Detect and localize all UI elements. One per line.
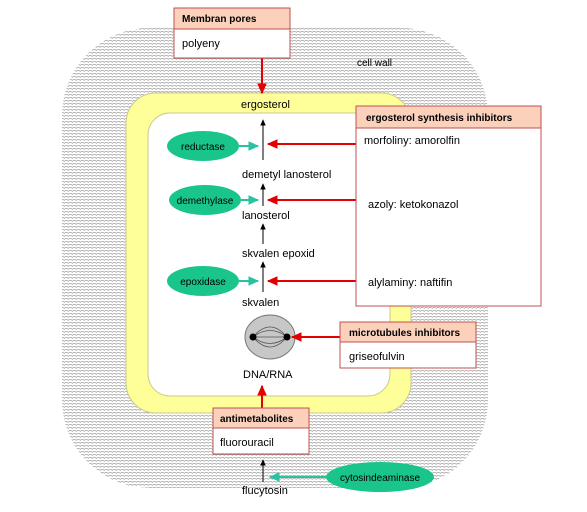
lanosterol-label: lanosterol [242,210,290,222]
epoxidase-label: epoxidase [180,277,226,288]
microtubules-inhibitors-box: microtubules inhibitors griseofulvin [339,321,477,369]
antimetabolites-box: antimetabolites fluorouracil [212,407,310,455]
reductase-enzyme [167,131,239,161]
membran-pores-box: Membran pores polyeny [173,7,291,59]
membran-pores-title: Membran pores [182,14,257,25]
ergosterol-inhibitors-title: ergosterol synthesis inhibitors [366,113,513,124]
skvalen-epoxid-label: skvalen epoxid [242,248,315,260]
demethylase-label: demethylase [177,196,234,207]
dna-rna-label: DNA/RNA [243,369,293,381]
cytosindeaminase-label: cytosindeaminase [340,473,420,484]
demetyl-lanosterol-label: demetyl lanosterol [242,169,331,181]
morfoliny-label: morfoliny: amorolfin [364,135,460,147]
skvalen-label: skvalen [242,297,279,309]
griseofulvin-label: griseofulvin [349,351,405,363]
epoxidase-enzyme [167,266,239,296]
ergosterol-inhibitors-box: ergosterol synthesis inhibitors morfolin… [355,105,542,307]
reductase-label: reductase [181,142,225,153]
cytosindeaminase-enzyme [326,462,434,492]
flucytosin-label: flucytosin [242,485,288,497]
cell-wall-label: cell wall [357,58,392,69]
alylaminy-label: alylaminy: naftifin [368,277,452,289]
azoly-label: azoly: ketokonazol [368,199,459,211]
polyeny-label: polyeny [182,38,220,50]
microtubules-inhibitors-title: microtubules inhibitors [349,328,461,339]
antimetabolites-title: antimetabolites [220,414,294,425]
ergosterol-label: ergosterol [241,99,290,111]
demethylase-enzyme [169,185,241,215]
mitotic-spindle-icon [244,314,296,360]
fluorouracil-label: fluorouracil [220,437,274,449]
